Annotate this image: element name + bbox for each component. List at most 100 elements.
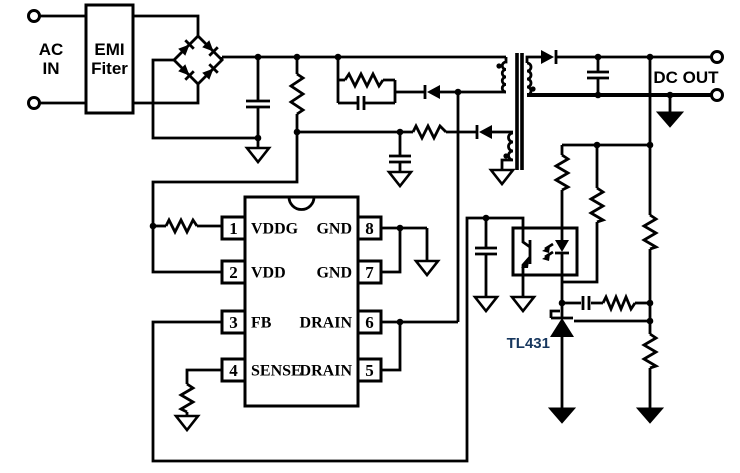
opto-light-arrows: [544, 242, 554, 259]
feedback-network: TL431: [507, 57, 665, 424]
opto-led: [555, 240, 569, 252]
clamp-diode: [427, 85, 440, 99]
opto-led-cathode: [555, 251, 569, 318]
vdd-series-resistor: [411, 122, 447, 142]
pin-number-1: 1: [229, 219, 238, 238]
junction-dot: [396, 224, 404, 232]
comp-resistor: [601, 293, 637, 313]
hv-rail: [222, 53, 506, 61]
gnd-pins-wire: [381, 226, 429, 274]
pin-number-8: 8: [365, 219, 374, 238]
opto-phototransistor: [521, 229, 532, 275]
vdd-capacitor: [389, 132, 411, 172]
tl431-triangle: [550, 318, 574, 337]
emi-filter-box: [84, 3, 135, 115]
bridge-diode-2: [202, 40, 219, 57]
ground-symbol-open: [413, 259, 441, 278]
ground-symbol-open: [509, 295, 537, 314]
aux-winding: [500, 131, 514, 170]
bulk-capacitor: [244, 57, 272, 165]
bias-resistor: [588, 186, 607, 224]
emi-label-1: EMI: [94, 40, 124, 59]
pin-name-vddg: VDDG: [251, 221, 299, 238]
pin-name-gnd8: GND: [316, 221, 352, 238]
ic-body: [243, 195, 360, 408]
startup-resistor-zigzag: [288, 72, 306, 116]
dc-out-label: DC OUT: [653, 68, 719, 87]
fb-net: [151, 214, 525, 463]
ground-symbol-solid: [655, 111, 685, 128]
bridge-diamond: [172, 34, 224, 86]
vddg-resistor: [164, 216, 199, 236]
bridge-rectifier: [133, 14, 258, 140]
bulk-cap-symbol: [246, 57, 270, 148]
ac-terminal-bottom: [27, 96, 41, 110]
fb-wire: [151, 216, 525, 463]
clamp-diode-bar: [423, 85, 506, 99]
pin-name-drain5: DRAIN: [300, 363, 353, 380]
junction-dot: [254, 134, 262, 142]
snubber-capacitor-and-frame: [338, 78, 425, 110]
ground-symbol-open: [244, 146, 272, 165]
output-capacitor: [587, 57, 609, 95]
ground-symbol-open: [173, 414, 201, 433]
bridge-diode-3: [178, 64, 195, 81]
ground-symbol-solid: [547, 407, 577, 424]
secondary-winding: [525, 55, 541, 97]
bridge-diode-4: [202, 63, 219, 80]
output-pos-rail: [554, 50, 711, 64]
ground-symbol-open: [488, 168, 516, 187]
opto-led-resistor: [553, 153, 571, 192]
sense-resistor: [178, 382, 196, 414]
comp-capacitor: [562, 296, 603, 310]
dc-terminal-neg: [710, 88, 724, 102]
vdd-diode-bar: [475, 125, 513, 139]
bridge-ac-wires: [133, 14, 200, 105]
junction-dot: [396, 318, 404, 326]
fb-filter-capacitor: [475, 218, 497, 297]
secondary-polarity-dot: [530, 86, 536, 92]
optocoupler-box: [511, 226, 579, 277]
snubber-resistor: [343, 70, 385, 90]
pin-number-4: 4: [229, 361, 238, 380]
rcd-clamp: [336, 57, 506, 110]
pin-name-gnd7: GND: [316, 265, 352, 282]
vdd-supply-net: [149, 122, 513, 274]
primary-winding: [500, 57, 508, 94]
pin-name-sense: SENSE: [251, 363, 302, 380]
ground-symbol-open: [472, 295, 500, 314]
junction-dot: [594, 53, 602, 61]
ac-in-label-2: IN: [43, 59, 60, 78]
sense-wire: [185, 368, 222, 384]
emi-filter-block: EMI Fiter: [84, 3, 135, 115]
transformer: [488, 53, 541, 187]
transformer-core: [515, 53, 524, 170]
controller-ic: 1 2 3 4 8 7 6 5 VDDG VDD FB SENSE GND GN…: [220, 195, 383, 408]
junction-dot: [594, 91, 602, 99]
pin-name-drain6: DRAIN: [300, 315, 353, 332]
ac-terminal-top: [27, 9, 41, 23]
ic-pin-box-1: [220, 215, 247, 241]
pin-number-5: 5: [365, 361, 374, 380]
startup-resistor: [288, 57, 306, 132]
opto-emitter-arrow: [521, 260, 529, 268]
bias-resistor-wire: [562, 222, 599, 284]
ground-symbol-solid: [635, 407, 665, 424]
tl431-label: TL431: [507, 335, 550, 352]
opto-light-arrowhead: [542, 246, 550, 253]
pin-number-3: 3: [229, 313, 238, 332]
drain-net: [381, 92, 460, 372]
pin-number-7: 7: [365, 263, 374, 282]
vdd-diode: [479, 125, 492, 139]
ground-symbol-open: [386, 170, 414, 189]
primary-polarity-dot: [496, 63, 502, 69]
vdd-to-ic-wire: [151, 132, 299, 274]
pin-name-fb: FB: [251, 315, 272, 332]
ic-gnd-net: [381, 224, 441, 278]
aux-polarity-dot: [503, 153, 509, 159]
sense-net: [173, 368, 222, 433]
secondary-output: DC OUT: [527, 50, 724, 128]
emi-label-2: Fiter: [91, 59, 128, 78]
